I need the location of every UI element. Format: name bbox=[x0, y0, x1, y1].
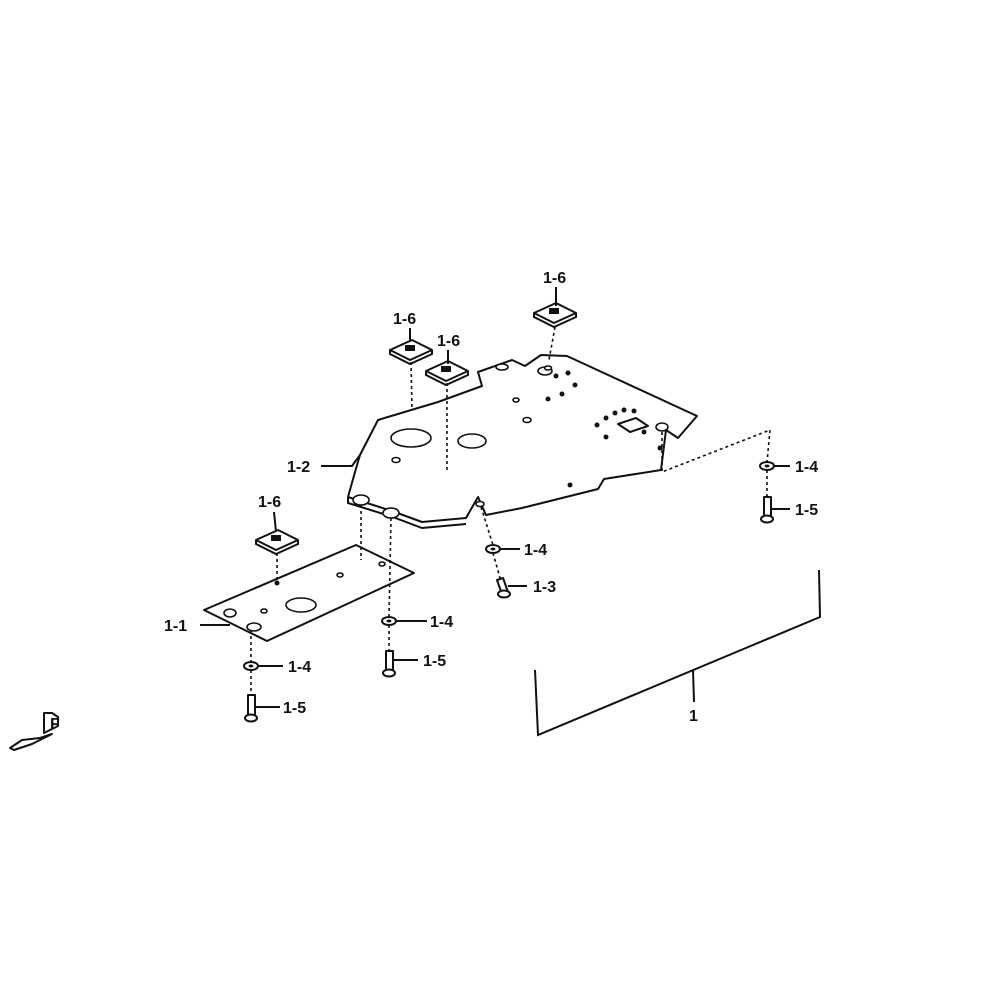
clip-nut-1-6-center bbox=[425, 360, 469, 387]
callout-1-6-center: 1-6 bbox=[437, 333, 460, 350]
callout-1-2: 1-2 bbox=[287, 459, 310, 476]
front-plate bbox=[203, 544, 415, 642]
clip-nut-1-6-front bbox=[255, 529, 299, 556]
bolt-1-5-left bbox=[244, 694, 258, 723]
callout-1-1: 1-1 bbox=[164, 618, 187, 635]
main-plate bbox=[347, 354, 698, 530]
direction-marker: F bbox=[50, 716, 60, 733]
callout-1-4-mid: 1-4 bbox=[430, 614, 453, 631]
clip-nut-1-6-right bbox=[533, 302, 577, 329]
callout-labels: 1 1-1 1-2 1-3 1-4 1-4 1-4 1-4 1-5 1-5 1-… bbox=[164, 270, 818, 725]
assembly-bracket bbox=[534, 569, 822, 737]
front-direction-arrow-icon: F bbox=[9, 712, 60, 751]
bolt-1-3 bbox=[496, 577, 511, 599]
washer-1-4-left bbox=[243, 661, 259, 671]
callout-1-5-right: 1-5 bbox=[795, 502, 818, 519]
assembly-axes bbox=[250, 326, 771, 695]
leader-lines bbox=[200, 287, 790, 708]
callout-1-4-center: 1-4 bbox=[524, 542, 547, 559]
bolt-1-5-mid bbox=[382, 650, 396, 678]
callout-1-6-front: 1-6 bbox=[258, 494, 281, 511]
callout-1-4-left: 1-4 bbox=[288, 659, 311, 676]
callout-1-4-right: 1-4 bbox=[795, 459, 818, 476]
washer-1-4-mid bbox=[381, 616, 397, 626]
callout-1-3: 1-3 bbox=[533, 579, 556, 596]
callout-1-6-right: 1-6 bbox=[543, 270, 566, 287]
callout-1-6-left-top: 1-6 bbox=[393, 311, 416, 328]
washer-1-4-right bbox=[759, 461, 775, 471]
clip-nut-1-6-left-top bbox=[389, 339, 433, 366]
callout-1: 1 bbox=[689, 708, 698, 725]
callout-1-5-left: 1-5 bbox=[283, 700, 306, 717]
washer-1-4-center bbox=[485, 544, 501, 554]
callout-1-5-mid: 1-5 bbox=[423, 653, 446, 670]
